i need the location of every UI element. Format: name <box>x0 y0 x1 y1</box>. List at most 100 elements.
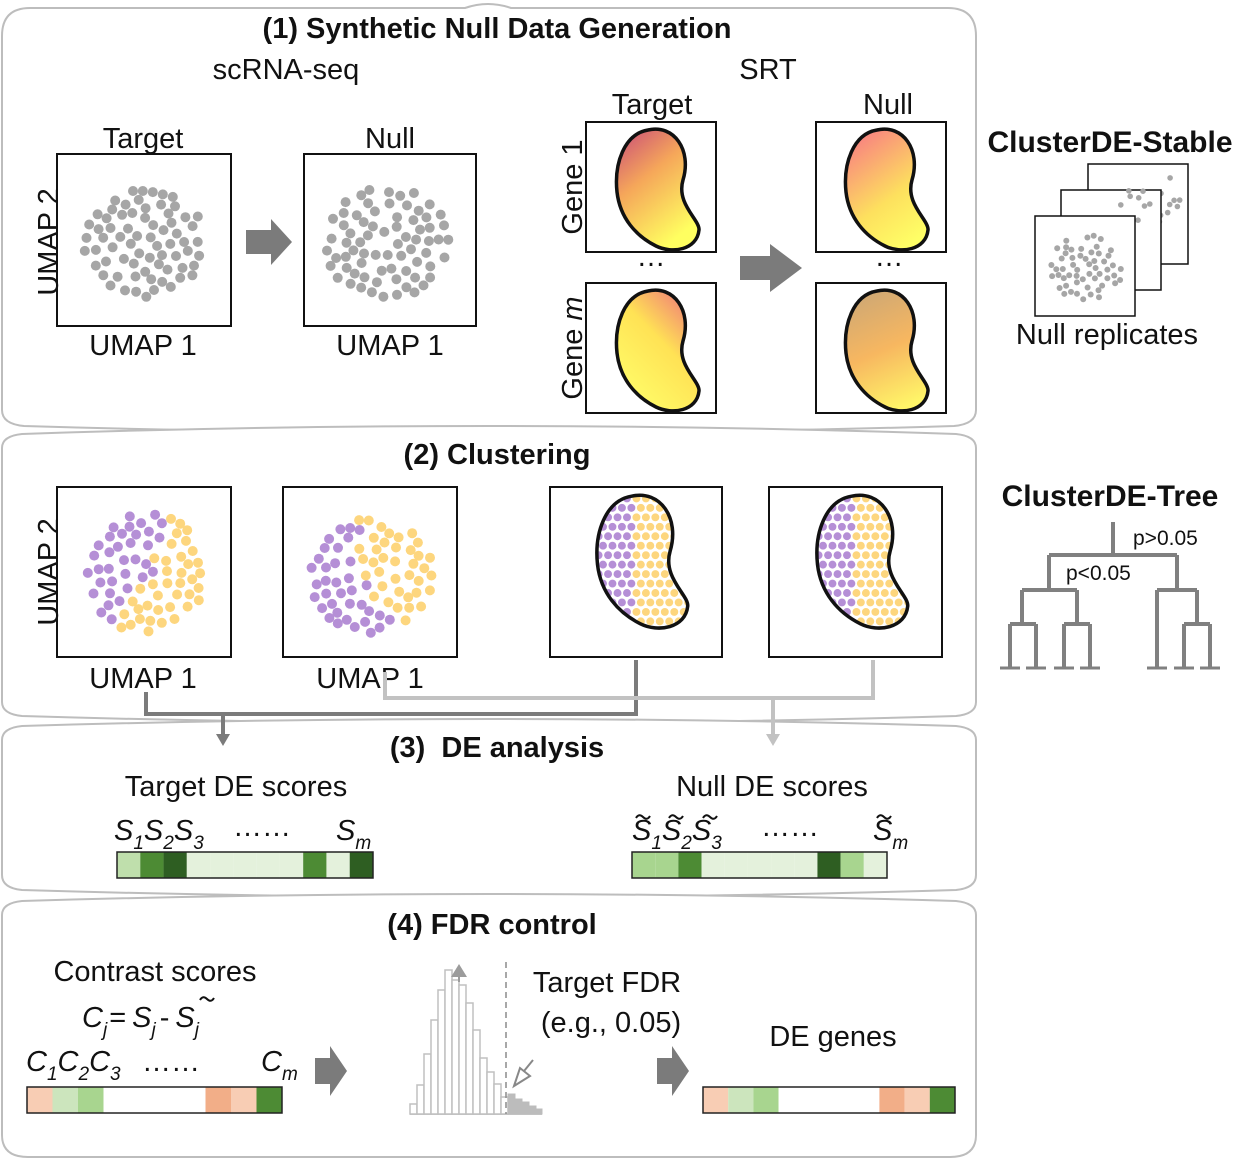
umap-point <box>128 258 139 269</box>
tissue-spot <box>866 503 875 512</box>
umap-point <box>364 606 375 617</box>
umap-point <box>333 542 343 553</box>
umap-point <box>90 260 101 271</box>
tissue-spot <box>885 598 894 607</box>
umap-point <box>130 271 141 282</box>
score-cell <box>256 1087 282 1113</box>
umap-point <box>345 228 356 239</box>
umap-point <box>1086 270 1093 277</box>
umap-point <box>120 568 131 579</box>
umap-point <box>175 272 186 283</box>
tissue-spot <box>852 607 861 616</box>
tissue-spot <box>856 560 865 569</box>
umap-point <box>1056 285 1063 291</box>
umap-point <box>425 552 435 563</box>
tissue-spot <box>627 579 636 588</box>
tissue-spot <box>885 617 894 626</box>
umap-point <box>404 570 415 581</box>
tissue-spot <box>599 560 607 569</box>
umap-point <box>358 554 369 564</box>
score-cell <box>803 1087 829 1113</box>
umap-point <box>112 541 123 552</box>
cluster-umap2-label: UMAP 2 <box>33 518 65 625</box>
umap-point <box>170 201 180 212</box>
de-genes-label: DE genes <box>769 1021 896 1053</box>
umap-point <box>1053 266 1060 273</box>
tissue-spot <box>632 551 641 560</box>
umap-point <box>367 221 378 232</box>
umap-null-points <box>322 185 454 302</box>
umap-point <box>88 588 99 599</box>
umap-point <box>378 552 389 563</box>
replicate-1-points <box>1048 232 1124 303</box>
target-score-symbols: S1S2S3 <box>114 815 204 854</box>
umap-point <box>140 203 151 214</box>
umap-point <box>331 253 342 263</box>
srt-null-label: Null <box>863 89 913 121</box>
panel-1 <box>1 3 977 434</box>
umap-point <box>84 219 95 230</box>
section2-title: (2) Clustering <box>404 439 591 471</box>
umap-point <box>1096 294 1102 301</box>
tissue-spot <box>861 532 870 541</box>
umap-point <box>321 588 332 599</box>
tissue-spot <box>837 541 846 550</box>
umap-point <box>340 251 351 262</box>
umap-point <box>433 234 444 245</box>
score-cell <box>817 852 841 878</box>
umap-point <box>360 616 371 627</box>
tissue-spot <box>852 513 861 522</box>
genem-label: Gene m <box>557 296 589 399</box>
score-cell <box>724 852 748 878</box>
umap-point <box>1099 282 1106 289</box>
umap-point <box>374 566 385 577</box>
tissue-spot <box>837 579 846 588</box>
umap-point <box>1135 217 1141 223</box>
umap-point <box>137 572 148 583</box>
umap-point <box>1104 266 1111 273</box>
umap-point <box>106 614 117 625</box>
umap-point <box>187 221 198 232</box>
umap-point <box>1084 234 1091 241</box>
umap-point <box>409 287 420 298</box>
tissue-spot <box>651 513 660 522</box>
contrast-symbols: C1C2C3 <box>26 1046 121 1085</box>
tissue-spot <box>613 551 622 560</box>
umap-point <box>338 208 349 218</box>
umap-point <box>79 245 90 256</box>
umap-point <box>363 515 374 526</box>
tissue-spot <box>843 513 851 522</box>
umap-point <box>362 230 373 241</box>
umap-point <box>130 554 141 565</box>
umap-point <box>368 532 379 543</box>
umap-point <box>390 573 401 584</box>
tissue-spot <box>636 541 645 550</box>
umap-point <box>1069 254 1076 261</box>
gene1-label: Gene 1 <box>557 139 589 234</box>
umap-point <box>90 244 101 255</box>
score-cell <box>303 852 327 878</box>
umap-point <box>321 562 331 573</box>
tissue-spot <box>861 513 870 522</box>
umap-point <box>423 236 434 246</box>
score-cell <box>180 1087 206 1113</box>
umap-point <box>391 221 402 232</box>
umap-point <box>354 525 365 535</box>
tissue-spot <box>875 522 884 531</box>
umap2-axis-label: UMAP 2 <box>33 188 65 295</box>
tissue-spot <box>617 560 626 569</box>
umap-point <box>1174 203 1181 210</box>
umap-point <box>377 581 388 592</box>
umap-point <box>1087 291 1094 298</box>
umap-point <box>1068 288 1074 295</box>
tissue-spot <box>604 570 613 579</box>
score-cell <box>632 852 656 878</box>
umap-point <box>425 261 436 272</box>
umap-point <box>374 610 385 621</box>
umap-point <box>418 280 429 291</box>
tissue-spot <box>875 541 884 550</box>
cluster-umap1-label-null: UMAP 1 <box>316 663 423 695</box>
umap-point <box>421 212 432 223</box>
umap-point <box>98 270 109 281</box>
section4-title: (4) FDR control <box>387 909 596 941</box>
